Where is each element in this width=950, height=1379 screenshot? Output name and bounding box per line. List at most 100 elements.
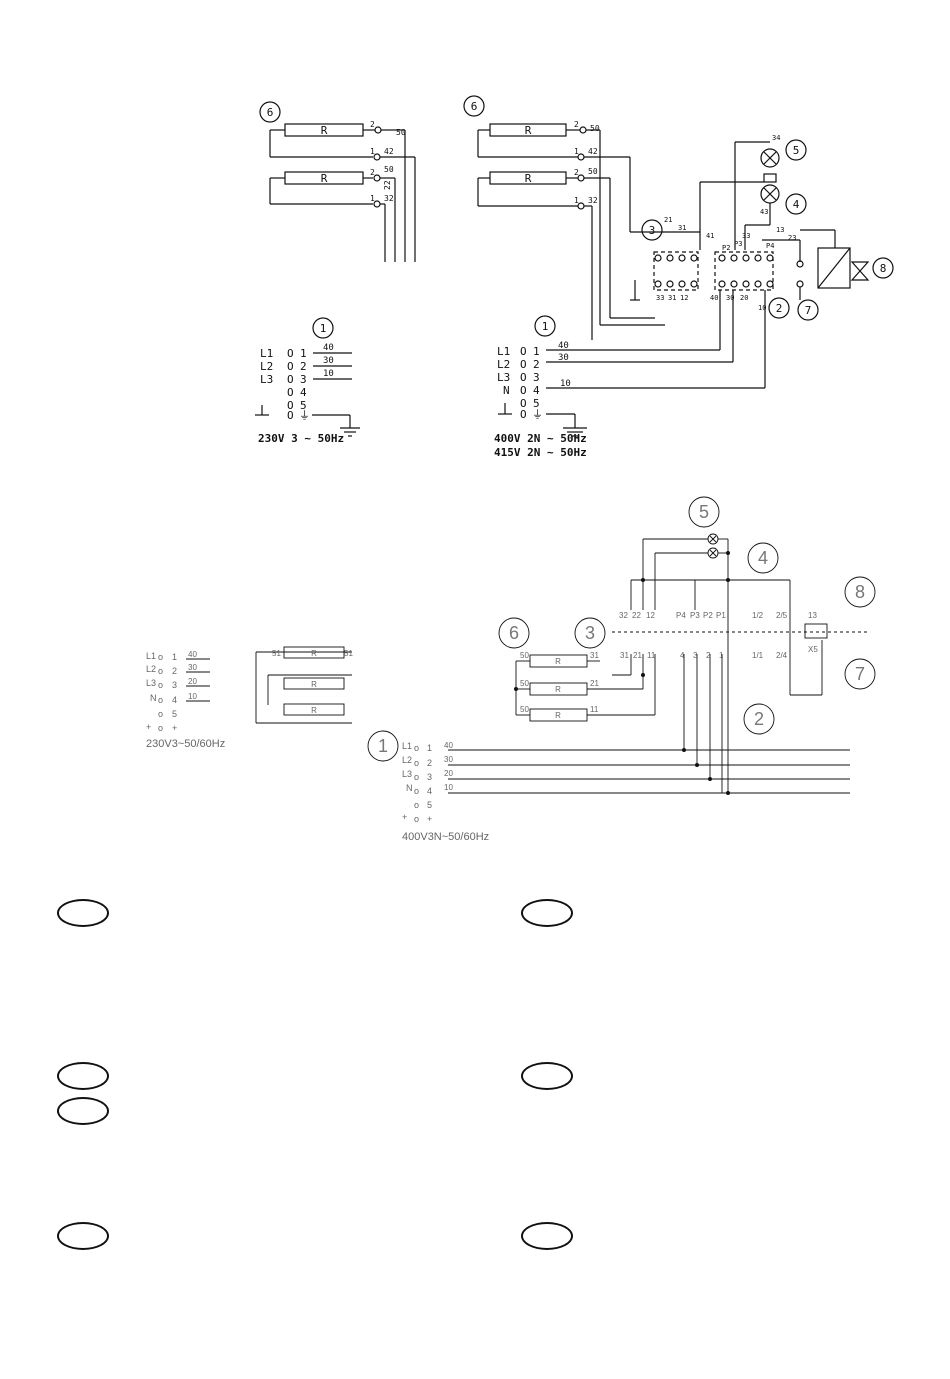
br-contact-b: 11 <box>647 651 656 660</box>
tr-wire-label: 10 <box>560 379 571 389</box>
bl-resistor-label: R <box>311 680 317 689</box>
bl-resistor-label: R <box>311 649 317 658</box>
br-res-term: 50 <box>520 679 529 688</box>
br-contact-b: 1 <box>719 651 724 660</box>
tr-callout-6: 6 <box>471 100 478 113</box>
br-contact-b: X5 <box>808 645 818 654</box>
br-terminal: o <box>414 800 419 810</box>
language-tag-oval <box>57 1062 109 1090</box>
tr-line-label: L2 <box>497 358 510 371</box>
br-callout-7: 7 <box>855 664 865 684</box>
br-resistor-label: R <box>555 711 561 720</box>
tl-term: 50 <box>396 128 406 137</box>
br-supply: 400V3N~50/60Hz <box>402 831 489 843</box>
tl-resistor-label-1: R <box>321 124 328 137</box>
callout-6-tl <box>259 101 281 123</box>
tl-terminal: O <box>287 409 294 422</box>
bl-terminal-num: 1 <box>172 652 177 662</box>
tr-term: 2 <box>574 120 579 129</box>
br-contact: 2/5 <box>776 611 788 620</box>
tr-term: 1 <box>574 147 579 156</box>
tr-terminal-num: 5 <box>533 397 540 410</box>
tl-resistor-label-2: R <box>321 172 328 185</box>
tl-term: 1 <box>370 147 375 156</box>
bl-terminal: o <box>158 709 163 719</box>
tr-contact-b: 31 <box>668 294 676 302</box>
tl-terminal: O <box>287 399 294 412</box>
tl-wire-label: 40 <box>323 343 334 353</box>
tr-terminal: O <box>520 358 527 371</box>
br-callout-2: 2 <box>754 709 764 729</box>
br-callout-8: 8 <box>855 582 865 602</box>
tl-term: 50 <box>384 165 394 174</box>
br-terminal-num: 2 <box>427 758 432 768</box>
br-contact: 32 <box>619 611 628 620</box>
br-terminal-num: 1 <box>427 743 432 753</box>
language-tag-oval <box>521 1222 573 1250</box>
bl-terminal-num: 5 <box>172 709 177 719</box>
tr-contact-b: 12 <box>680 294 688 302</box>
tr-term: 50 <box>588 167 598 176</box>
br-line-label: + <box>402 812 407 822</box>
br-terminal: o <box>414 758 419 768</box>
tl-callout-6: 6 <box>267 106 274 119</box>
tr-callout-2: 2 <box>776 302 783 315</box>
tl-terminal-num: ⏚ <box>299 409 310 422</box>
tr-line-label: L1 <box>497 345 510 358</box>
br-res-term: 31 <box>590 651 599 660</box>
br-callout-4: 4 <box>758 548 768 568</box>
br-resistor-label: R <box>555 657 561 666</box>
bl-wire-label: 10 <box>188 692 197 701</box>
language-tag-oval <box>521 1062 573 1090</box>
tr-line-label: L3 <box>497 371 510 384</box>
br-terminal-num: 4 <box>427 786 432 796</box>
tr-contact: P2 <box>722 244 730 252</box>
br-line-label: L3 <box>402 769 412 779</box>
br-contact: 22 <box>632 611 641 620</box>
tr-resistor-label-1: R <box>525 124 532 137</box>
bl-line-label: L3 <box>146 678 156 688</box>
tr-terminal: O <box>520 384 527 397</box>
br-contact-b: 31 <box>620 651 629 660</box>
tl-terminal: O <box>287 373 294 386</box>
bottom-left-diagram <box>186 646 352 724</box>
language-tag-oval <box>57 1222 109 1250</box>
br-terminal-num: + <box>427 814 432 824</box>
tr-line-label: N <box>503 384 510 397</box>
br-wire-label: 40 <box>444 741 453 750</box>
tr-contact: P3 <box>734 240 742 248</box>
br-line-label: L2 <box>402 755 412 765</box>
br-callout-6: 6 <box>509 623 519 643</box>
br-terminal-num: 3 <box>427 772 432 782</box>
bl-wire-label: 30 <box>188 663 197 672</box>
bl-wire-label: 40 <box>188 650 197 659</box>
tr-callout-4: 4 <box>793 198 800 211</box>
tr-contact-b: 20 <box>740 294 748 302</box>
tr-contact: 33 <box>742 232 750 240</box>
bl-line-label: L2 <box>146 664 156 674</box>
tr-contact-b: 10 <box>758 304 766 312</box>
tr-callout-3: 3 <box>649 224 656 237</box>
tr-wire-label: 40 <box>558 341 569 351</box>
br-line-label: L1 <box>402 741 412 751</box>
br-res-term: 50 <box>520 705 529 714</box>
tr-terminal: O <box>520 408 527 421</box>
tr-terminal: O <box>520 397 527 410</box>
callout-1-tl <box>312 317 334 339</box>
tl-term: 32 <box>384 194 394 203</box>
br-contact: P2 <box>703 611 713 620</box>
bl-line-label: L1 <box>146 651 156 661</box>
br-contact-b: 4 <box>680 651 685 660</box>
tr-term: 50 <box>590 124 600 133</box>
br-contact: P3 <box>690 611 700 620</box>
language-tag-oval <box>521 899 573 927</box>
tr-contact: P4 <box>766 242 774 250</box>
bl-res-term: 51 <box>344 649 353 658</box>
tl-terminal: O <box>287 386 294 399</box>
bl-terminal: o <box>158 680 163 690</box>
tl-supply: 230V 3 ~ 50Hz <box>258 432 344 445</box>
tl-terminal-num: 4 <box>300 386 307 399</box>
tr-contact: 23 <box>788 234 796 242</box>
tr-supply-2: 415V 2N ~ 50Hz <box>494 446 587 459</box>
